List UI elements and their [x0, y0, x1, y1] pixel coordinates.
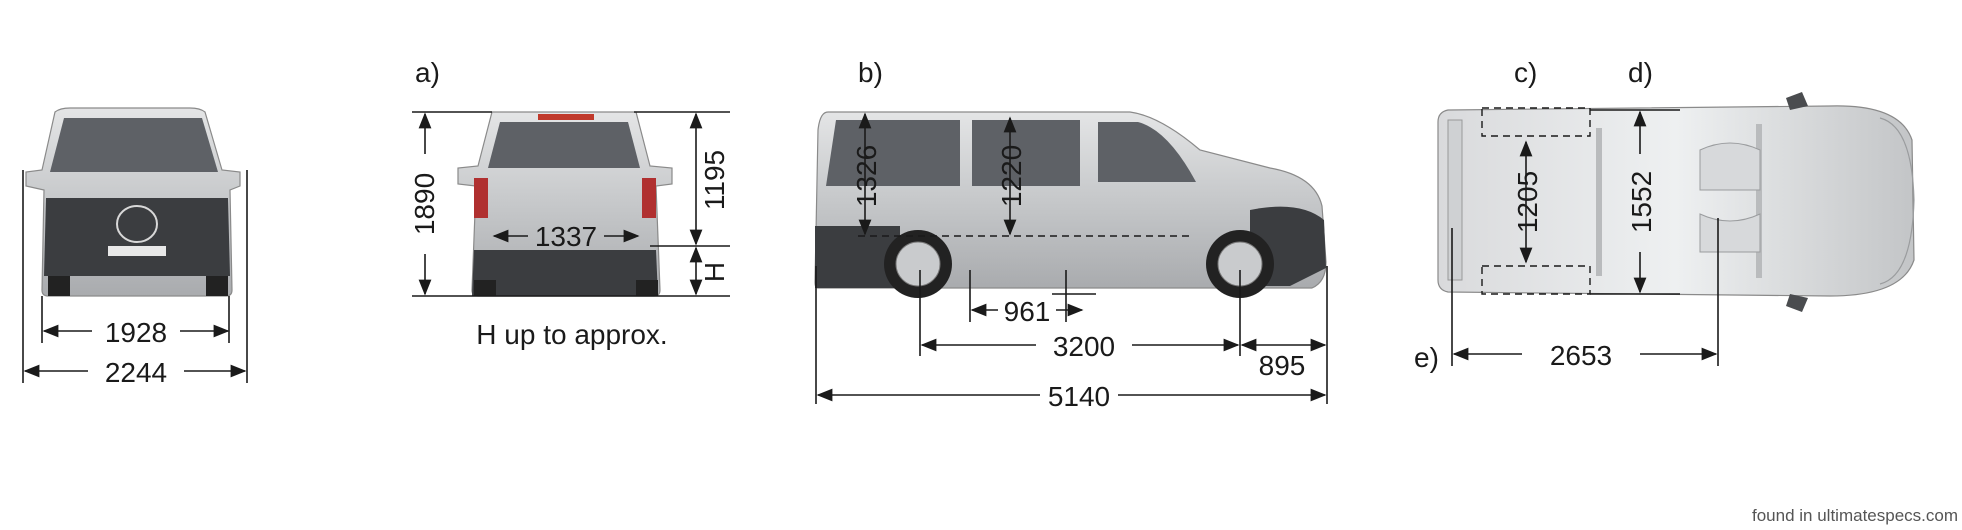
- side-wheelbase-value: 3200: [1053, 331, 1115, 362]
- rear-height-value: 1890: [409, 173, 440, 235]
- rear-view-caption: H up to approx.: [476, 319, 667, 350]
- rear-sill-height-value: H: [699, 262, 730, 282]
- van-side-illustration: [814, 111, 1327, 298]
- top-view: c) d) e) 1205 1552 2653: [1414, 57, 1915, 373]
- front-overall-width-value: 2244: [105, 357, 167, 388]
- label-b: b): [858, 57, 883, 88]
- side-interior-height-mid-value: 1220: [996, 145, 1027, 207]
- rear-opening-width-value: 1337: [535, 221, 597, 252]
- van-rear-illustration: [457, 111, 673, 297]
- front-view: 1928 2244: [22, 107, 248, 388]
- label-a: a): [415, 57, 440, 88]
- van-front-illustration: [25, 107, 241, 297]
- front-track-width-value: 1928: [105, 317, 167, 348]
- source-watermark: found in ultimatespecs.com: [1752, 506, 1958, 525]
- side-overall-length-value: 5140: [1048, 381, 1110, 412]
- side-interior-height-rear-value: 1326: [851, 145, 882, 207]
- top-interior-width-value: 1552: [1626, 171, 1657, 233]
- label-d: d): [1628, 57, 1653, 88]
- label-e: e): [1414, 342, 1439, 373]
- rear-opening-height-value: 1195: [699, 150, 730, 210]
- top-width-between-arches-value: 1205: [1512, 171, 1543, 233]
- side-view: b) 1326 1220 961 3200 895: [814, 57, 1328, 412]
- top-load-length-value: 2653: [1550, 340, 1612, 371]
- side-front-overhang-value: 895: [1259, 350, 1306, 381]
- van-top-illustration: [1437, 92, 1915, 312]
- rear-view: a) 1890 1195 H 1337 H up to approx.: [409, 57, 730, 350]
- side-sliding-door-width-value: 961: [1004, 296, 1051, 327]
- label-c: c): [1514, 57, 1537, 88]
